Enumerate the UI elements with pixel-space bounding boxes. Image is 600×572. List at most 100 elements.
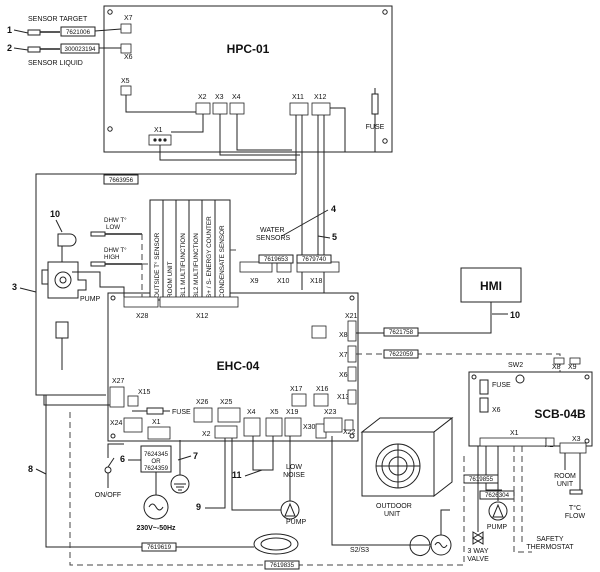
label-condensate: CONDENSATE SENSOR [219, 225, 226, 298]
ehc-x17-label: X17 [290, 386, 303, 393]
callout-1: 1 [7, 25, 12, 35]
dhw-low-line1: DHW T° [104, 217, 127, 224]
hpc-fuse [371, 93, 379, 115]
water-sensors-line1: WATER [260, 227, 285, 234]
tc-flow-line2: FLOW [565, 513, 586, 520]
scb-04b-board: SCB-04B FUSE X6 SW2 X8 X9 X1 X2 X3 76198… [463, 357, 593, 563]
pump-bottom-label: PUMP [286, 519, 307, 526]
ehc-x8-label: X8 [339, 332, 348, 339]
callout-9: 9 [196, 502, 201, 512]
label-bl1: BL1 MULTIFUNCTION [180, 233, 187, 298]
label-energy-counter: S+ / S- ENERGY COUNTER [206, 216, 213, 298]
ehc-x15-label: X15 [138, 389, 151, 396]
hpc-x2-connector [195, 102, 211, 115]
scb-room-unit-line2: UNIT [557, 481, 574, 488]
scb-x9-label: X9 [568, 364, 577, 371]
three-way-line1: 3 WAY [467, 548, 488, 555]
bottom-harness: 8 7619619 7619835 [28, 395, 465, 570]
safety-line2: THERMOSTAT [526, 544, 574, 551]
hpc-x5-label: X5 [121, 78, 130, 85]
cable-code-7624345: 7624345 [144, 451, 169, 458]
sensor-liquid: 2 300023194 SENSOR LIQUID [7, 43, 121, 67]
label-room-unit: ROOM UNIT [167, 261, 174, 298]
sensor-target-label: SENSOR TARGET [28, 16, 88, 23]
outdoor-unit-line1: OUTDOOR [376, 503, 412, 510]
cable-code-7624359: 7624359 [144, 465, 169, 472]
callout-10-right: 10 [510, 310, 520, 320]
cable-code-7619619: 7619619 [147, 544, 172, 551]
callout-11: 11 [232, 470, 242, 480]
low-noise-line2: NOISE [283, 472, 305, 479]
tc-flow-line1: T°C [569, 504, 581, 512]
ehc-04-board: EHC-04 OUTSIDE T° SENSOR ROOM UNIT BL1 M… [107, 199, 359, 442]
ehc-x1-label: X1 [152, 419, 161, 426]
pump-left-label: PUMP [80, 296, 101, 303]
callout-3: 3 [12, 282, 17, 292]
ehc-x18-label: X18 [310, 278, 323, 285]
hpc-x2-label: X2 [198, 94, 207, 101]
ehc-04-title: EHC-04 [217, 359, 260, 373]
scb-room-unit-line1: ROOM [554, 473, 576, 480]
hpc-x5-connector [120, 85, 132, 96]
cable-code-or: OR [151, 458, 161, 465]
hpc-x4-connector [229, 102, 245, 115]
terminal-label-stack: OUTSIDE T° SENSOR ROOM UNIT BL1 MULTIFUN… [149, 199, 231, 301]
ehc-x27-label: X27 [112, 378, 125, 385]
scb-x6-label: X6 [492, 407, 501, 414]
hpc-x3-label: X3 [215, 94, 224, 101]
dhw-low-line2: LOW [106, 224, 120, 231]
cable-code-7679740: 7679740 [302, 256, 327, 263]
dhw-high-line2: HIGH [104, 254, 119, 261]
scb-sw2-label: SW2 [508, 362, 523, 369]
hpc-01-board: HPC-01 X7 X6 X5 X2 X3 X4 X1 X11 X12 FUSE [103, 5, 393, 153]
scb-pump-label: PUMP [487, 524, 508, 531]
ehc-x2-label: X2 [202, 431, 211, 438]
pump-left [47, 261, 87, 299]
water-sensors-line2: SENSORS [256, 235, 291, 242]
on-off-label: ON/OFF [95, 492, 121, 499]
scb-x1-label: X1 [510, 430, 519, 437]
low-noise-line1: LOW [286, 464, 302, 471]
ehc-x22-label: X22 [343, 429, 356, 436]
hpc-x3-connector [212, 102, 228, 115]
hmi-title: HMI [480, 279, 502, 293]
callout-6: 6 [120, 454, 125, 464]
mains-label: 230V~-50Hz [136, 525, 176, 532]
sensor-target-code: 7621006 [66, 29, 91, 36]
s2s3-label: S2/S3 [350, 547, 369, 554]
ehc-x24-label: X24 [110, 420, 123, 427]
ehc-x4-label: X4 [247, 409, 256, 416]
hpc-x6-connector [120, 43, 132, 54]
ehc-x25-label: X25 [220, 399, 233, 406]
sensor-liquid-code: 300023194 [65, 46, 97, 53]
three-way-line2: VALVE [467, 556, 489, 563]
callout-10-left: 10 [50, 209, 60, 219]
ehc-fuse-label: FUSE [172, 409, 191, 416]
ehc-x30-label: X30 [303, 424, 316, 431]
label-outside-sensor: OUTSIDE T° SENSOR [153, 232, 161, 298]
hpc-01-title: HPC-01 [227, 42, 270, 56]
hpc-x12-label: X12 [314, 94, 327, 101]
safety-line1: SAFETY [536, 536, 564, 543]
outdoor-unit-line2: UNIT [384, 511, 401, 518]
low-noise: 11 LOW NOISE [232, 436, 305, 480]
cable-code-7621758: 7621758 [389, 329, 414, 336]
hpc-x11-label: X11 [292, 94, 304, 101]
callout-2: 2 [7, 43, 12, 53]
ehc-x19-label: X19 [286, 409, 299, 416]
callout-4: 4 [331, 204, 336, 214]
ehc-x26-label: X26 [196, 399, 209, 406]
left-pump-assembly: 10 PUMP 3 [12, 209, 125, 406]
bottom-pump: PUMP [231, 436, 307, 526]
sensor-liquid-label: SENSOR LIQUID [28, 60, 83, 67]
hpc-x7-connector [120, 23, 132, 34]
cable-code-7619855: 7619855 [469, 476, 494, 483]
ehc-x5-label: X5 [270, 409, 279, 416]
cable-code-7622059: 7622059 [389, 351, 414, 358]
hpc-x6-label: X6 [124, 54, 133, 61]
ehc-x12-label: X12 [196, 313, 209, 320]
cable-code-7619835: 7619835 [270, 562, 295, 569]
ring-connector [253, 533, 299, 555]
ehc-x12-connector [159, 296, 239, 308]
cable-code-7619653: 7619653 [264, 256, 289, 263]
